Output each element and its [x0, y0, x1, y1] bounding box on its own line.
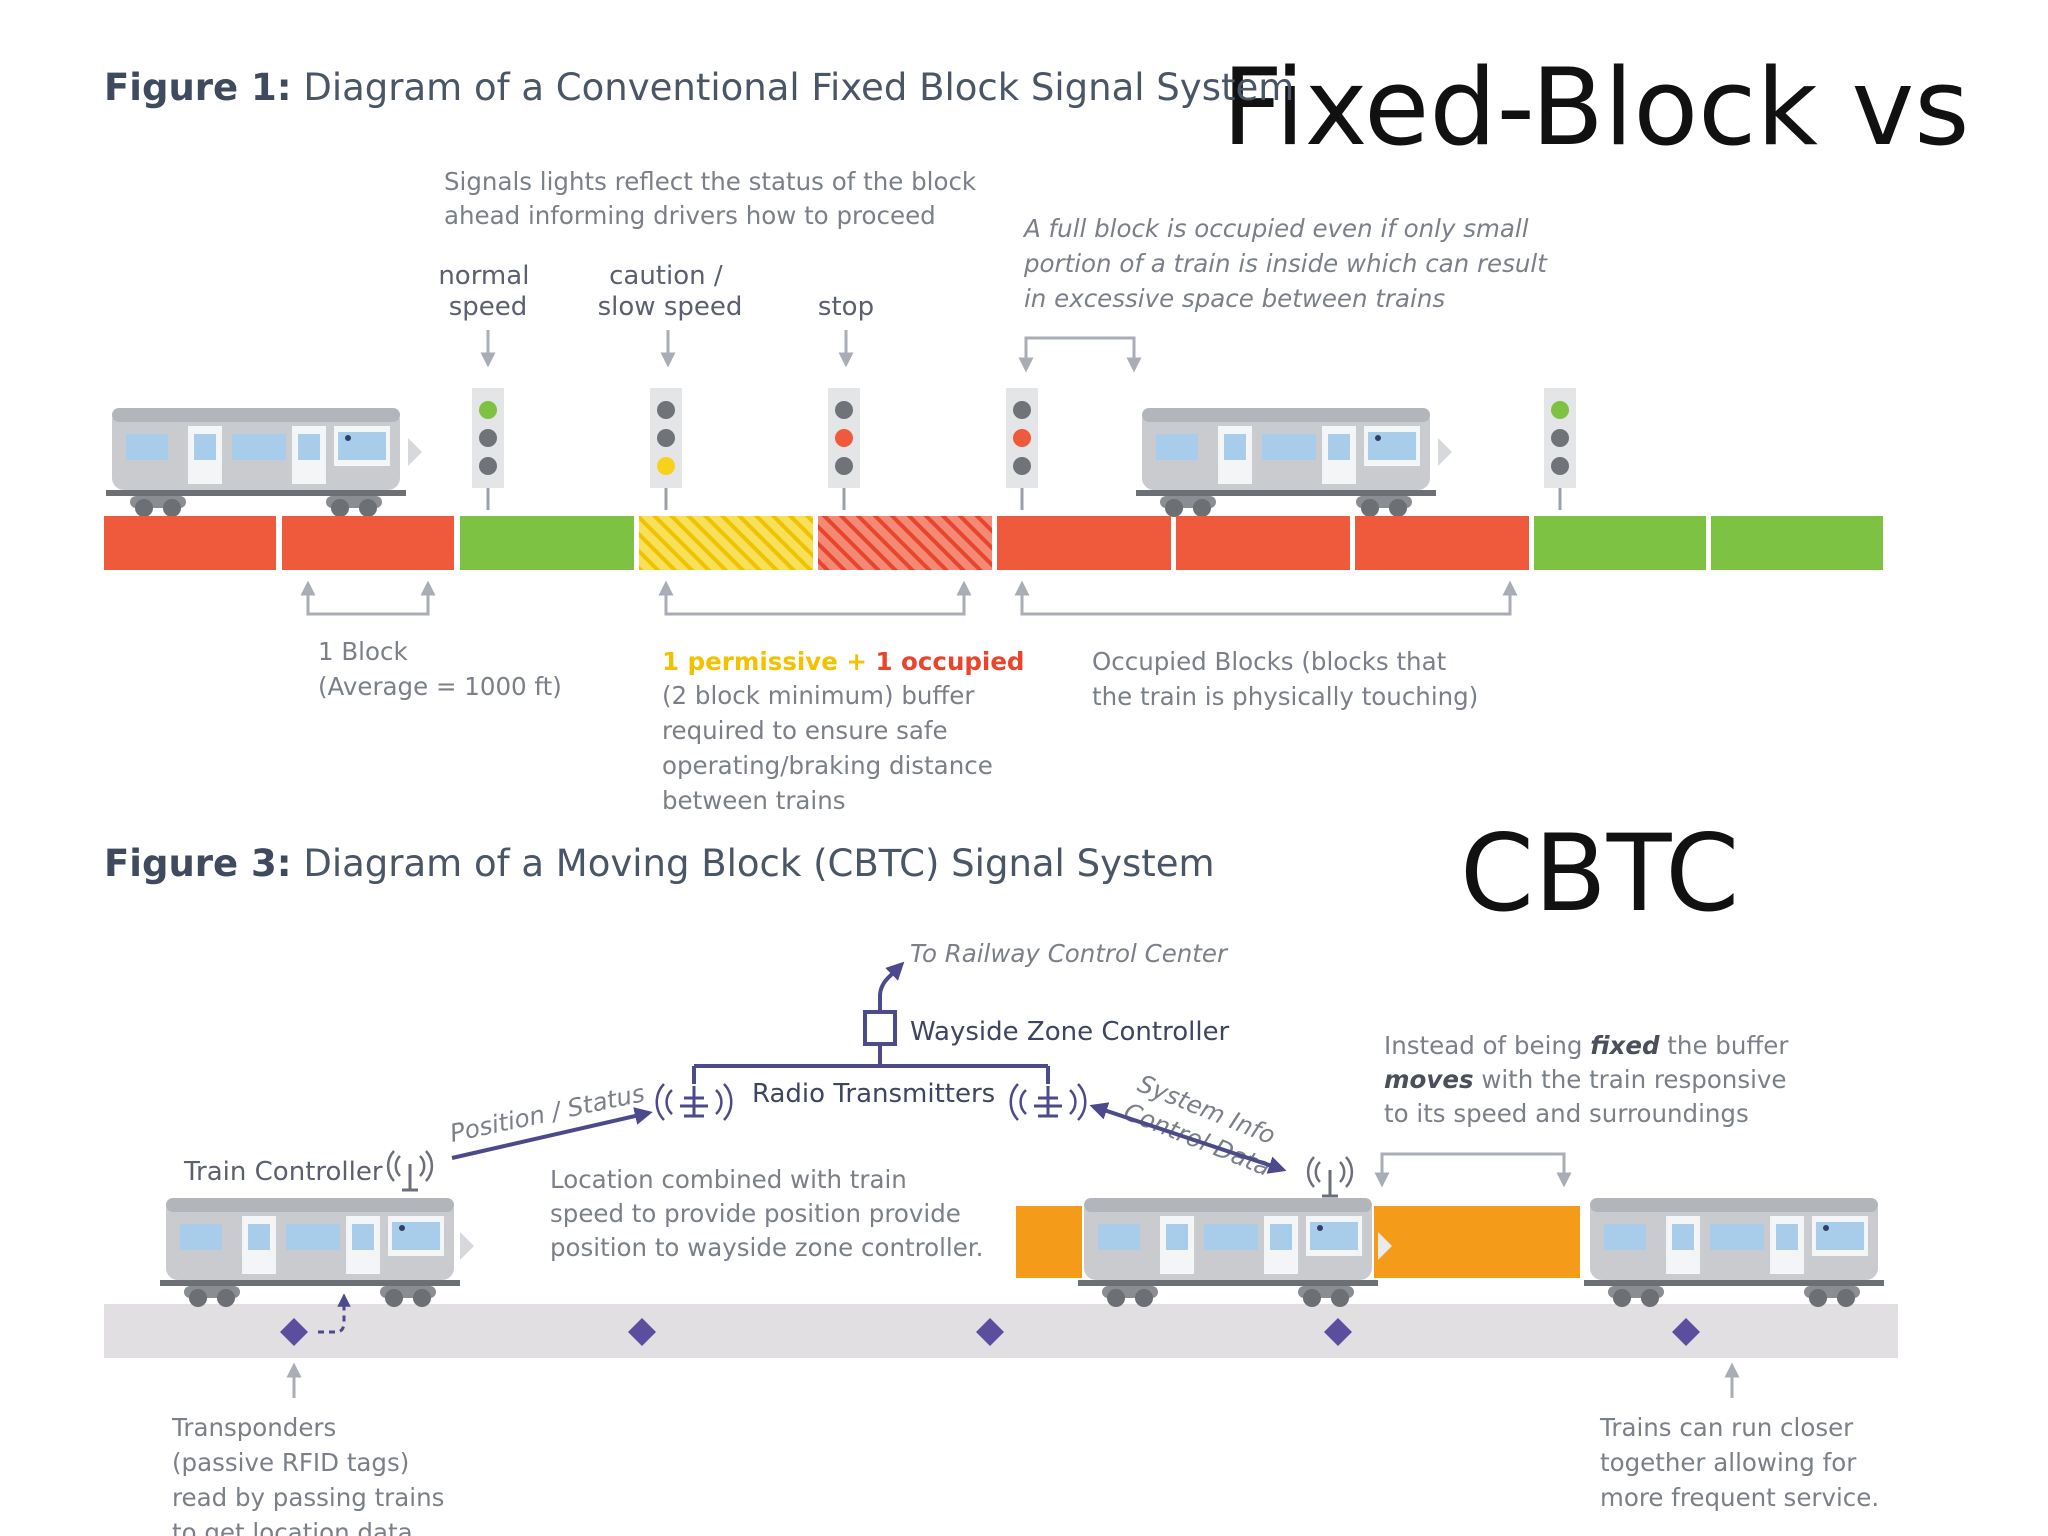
occupied-note: Occupied Blocks (blocks that the train i… — [1092, 647, 1478, 711]
arrow-control-center — [878, 961, 905, 1010]
figure3-title: Figure 3: Diagram of a Moving Block (CBT… — [104, 842, 1215, 885]
label-stop: stop — [818, 292, 874, 322]
train-2-direction-icon — [1438, 438, 1452, 466]
signal-stop-2-icon — [1004, 386, 1040, 512]
signal-normal-2-icon — [1542, 386, 1578, 512]
wayside-link — [692, 1044, 1050, 1084]
radio-tower-right-icon — [1009, 1082, 1087, 1122]
radio-tower-left-icon — [655, 1082, 733, 1122]
cbtc-train-3 — [1584, 1198, 1884, 1307]
signal-note: Signals lights reflect the status of the… — [444, 167, 984, 230]
label-caution-speed: caution / slow speed — [598, 261, 743, 322]
buffer-note-headline: 1 permissive + 1 occupied — [662, 647, 1024, 676]
buffer-note: (2 block minimum) buffer required to ens… — [662, 681, 1001, 815]
bracket-one-block — [300, 580, 436, 616]
moving-buffer-front — [1374, 1206, 1580, 1278]
train-controller-antenna-icon — [386, 1149, 434, 1192]
cbtc-train-1 — [160, 1198, 460, 1307]
bracket-occupied — [1014, 580, 1518, 616]
closer-note: Trains can run closer together allowing … — [1599, 1413, 1879, 1512]
bracket-buffer — [658, 580, 972, 616]
cbtc-train-2-antenna-icon — [1306, 1155, 1354, 1198]
label-train-controller: Train Controller — [183, 1157, 383, 1187]
moving-buffer-rear — [1016, 1206, 1082, 1278]
wayside-controller-icon — [863, 1010, 897, 1046]
bracket-full-block — [1018, 336, 1142, 373]
heading-cbtc: CBTC — [1460, 812, 1739, 935]
signal-caution-icon — [648, 386, 684, 512]
transponder-note: Transponders (passive RFID tags) read by… — [171, 1413, 452, 1536]
moving-note: Instead of being fixed the buffer moves … — [1384, 1031, 1796, 1128]
arrow-system-info — [1089, 1102, 1287, 1174]
train-2 — [1136, 408, 1436, 517]
figure1-title: Figure 1: Diagram of a Conventional Fixe… — [104, 66, 1294, 109]
heading-fixed-block: Fixed-Block vs — [1222, 46, 1970, 169]
arrow-transponder-read — [318, 1293, 351, 1334]
label-wayside: Wayside Zone Controller — [910, 1017, 1230, 1047]
signal-normal-icon — [470, 386, 506, 512]
block-note: 1 Block (Average = 1000 ft) — [318, 637, 562, 701]
label-control-center: To Railway Control Center — [910, 939, 1229, 968]
bracket-moving-buffer — [1374, 1152, 1572, 1188]
cbtc-train-2 — [1078, 1198, 1378, 1307]
full-block-note: A full block is occupied even if only sm… — [1022, 214, 1555, 313]
cbtc-train-2-direction-icon — [1378, 1232, 1392, 1260]
block-track — [104, 516, 1883, 570]
arrow-position-status — [451, 1107, 653, 1160]
location-note: Location combined with train speed to pr… — [550, 1165, 983, 1262]
label-normal-speed: normal speed — [438, 261, 537, 322]
train-1 — [106, 408, 406, 517]
signal-stop-icon — [826, 386, 862, 512]
train-1-direction-icon — [408, 438, 422, 466]
label-radio: Radio Transmitters — [752, 1079, 995, 1109]
cbtc-train-1-direction-icon — [460, 1232, 474, 1260]
